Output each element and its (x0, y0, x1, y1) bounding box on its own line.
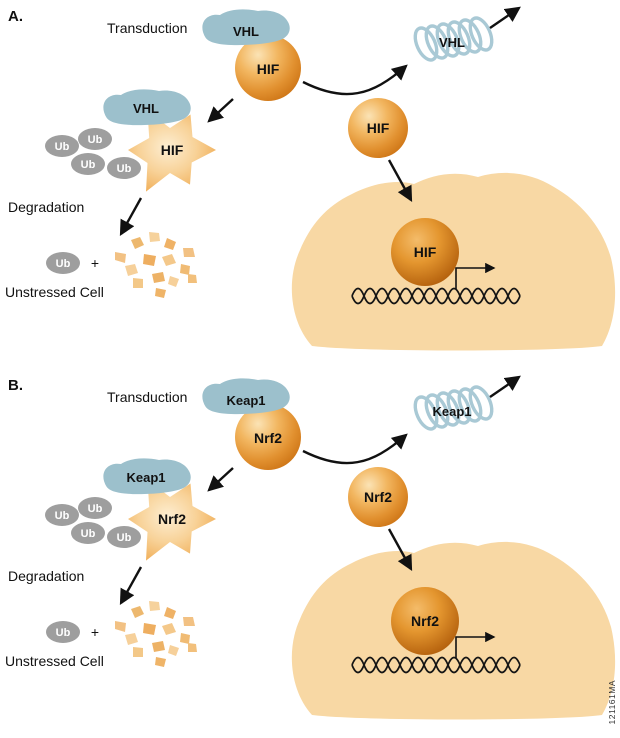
protein-label-complex: HIF (161, 142, 184, 158)
arrow-to-cell (387, 528, 413, 572)
protein-fragments (115, 601, 197, 667)
chaperone-label-top: VHL (233, 24, 259, 39)
protein-sphere-top (235, 404, 301, 470)
free-protein-sphere (348, 98, 408, 158)
panel-b: Nrf2 Transduction Keap1 Nrf2 Keap1 Nrf2 … (5, 375, 616, 720)
ub-oval (71, 153, 105, 175)
chaperone-label-coil: Keap1 (432, 404, 471, 419)
panel-a: HIF Transduction VHL HIF VHL HIF VHL HIF… (5, 6, 616, 351)
transduction-label: Transduction (107, 389, 187, 405)
nuclear-protein-sphere (391, 587, 459, 655)
arrow-chaperone-release (302, 64, 408, 96)
free-protein-label: Nrf2 (364, 489, 392, 505)
ub-oval (71, 522, 105, 544)
arrow-degradation (119, 566, 143, 606)
nuclear-protein-sphere (391, 218, 459, 286)
free-protein-sphere (348, 467, 408, 527)
transduction-label: Transduction (107, 20, 187, 36)
ub-cluster: Ub Ub Ub Ub (45, 128, 141, 179)
ub-label: Ub (88, 134, 103, 146)
plus-sign: + (91, 624, 99, 640)
protein-label-top: HIF (257, 61, 280, 77)
ub-oval (78, 497, 112, 519)
chaperone-label-top: Keap1 (226, 393, 265, 408)
ub-oval (107, 157, 141, 179)
ub-label: Ub (56, 627, 71, 639)
transcription-arrow (455, 631, 496, 658)
ub-label: Ub (81, 159, 96, 171)
degradation-label: Degradation (8, 199, 84, 215)
degradation-label: Degradation (8, 568, 84, 584)
arrow-chaperone-exit (489, 6, 521, 29)
protein-label-complex: Nrf2 (158, 511, 186, 527)
chaperone-label-complex: Keap1 (126, 470, 165, 485)
panel-label: B. (8, 377, 23, 394)
arrow-chaperone-exit (489, 375, 521, 398)
plus-sign: + (91, 255, 99, 271)
protein-sphere-top (235, 35, 301, 101)
ub-label: Ub (117, 532, 132, 544)
ub-cluster: Ub Ub Ub Ub (45, 497, 141, 548)
ub-oval (45, 135, 79, 157)
chaperone-label-complex: VHL (133, 101, 159, 116)
protein-fragments (115, 232, 197, 298)
ub-oval-free (46, 621, 80, 643)
arrow-to-complex (207, 467, 234, 492)
ub-oval (45, 504, 79, 526)
arrow-degradation (119, 197, 143, 237)
arrow-chaperone-release (302, 433, 408, 465)
chaperone-label-coil: VHL (439, 35, 465, 50)
ub-label: Ub (56, 258, 71, 270)
panel-label: A. (8, 8, 23, 25)
protein-label-top: Nrf2 (254, 430, 282, 446)
unstressed-cell-label: Unstressed Cell (5, 653, 104, 669)
ub-oval-free (46, 252, 80, 274)
arrow-to-complex (207, 98, 234, 123)
ub-label: Ub (88, 503, 103, 515)
figure-code: 121161MA (607, 679, 617, 724)
ub-oval (107, 526, 141, 548)
ub-label: Ub (55, 141, 70, 153)
ub-oval (78, 128, 112, 150)
nuclear-protein-label: HIF (414, 244, 437, 260)
ub-label: Ub (81, 528, 96, 540)
transcription-arrow (455, 262, 496, 289)
nuclear-protein-label: Nrf2 (411, 613, 439, 629)
ub-label: Ub (117, 163, 132, 175)
unstressed-cell-label: Unstressed Cell (5, 284, 104, 300)
free-protein-label: HIF (367, 120, 390, 136)
arrow-to-cell (387, 159, 413, 203)
ub-label: Ub (55, 510, 70, 522)
